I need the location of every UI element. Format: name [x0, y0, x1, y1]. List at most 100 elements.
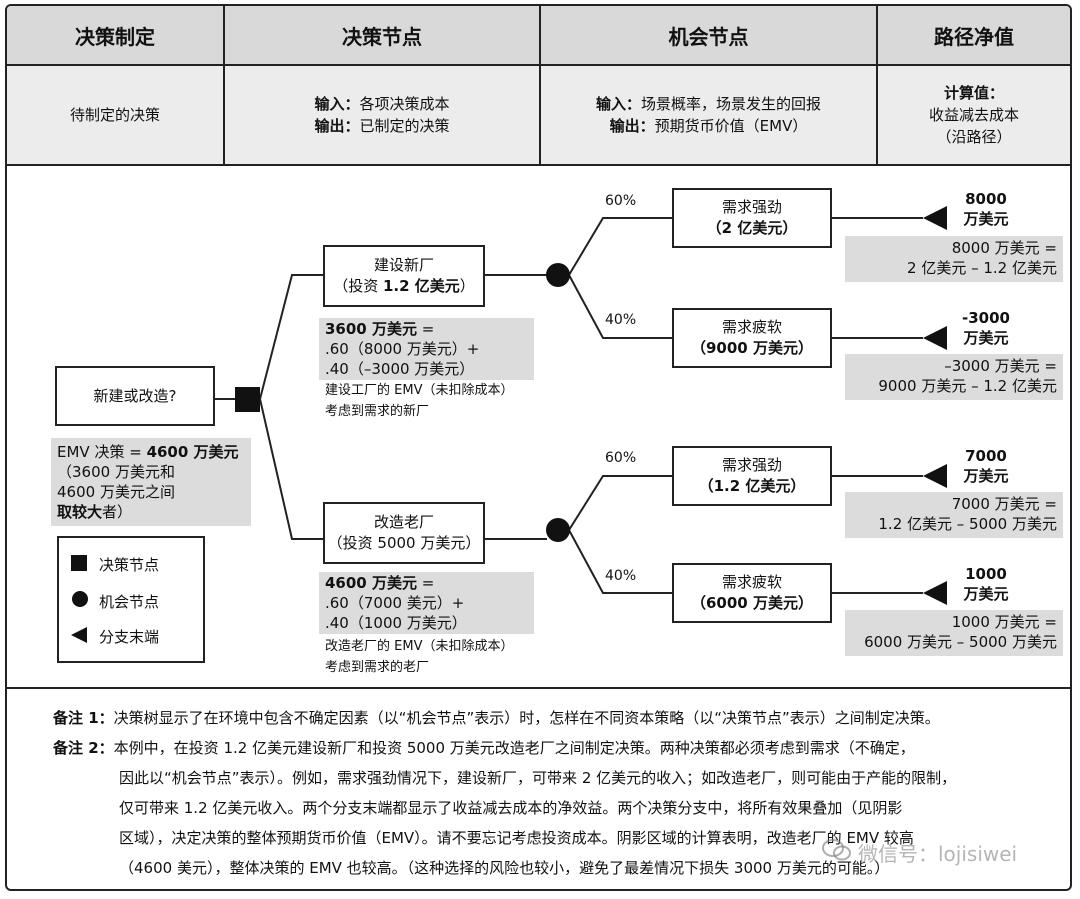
outcome3-calc1: 7000 万美元 = — [951, 495, 1057, 513]
note-2: 备注 2：本例中，在投资 1.2 亿美元建设新厂和投资 5000 万美元改造老厂… — [53, 733, 915, 763]
root-emv-line4-bold: 取较大 — [57, 503, 103, 521]
outcome4-line2: （6000 万美元） — [691, 594, 813, 612]
outcome3-line2: （1.2 亿美元） — [698, 477, 806, 495]
note1-label: 备注 1： — [53, 709, 114, 727]
desc-col2-in-label: 输入： — [314, 95, 360, 113]
build-calc-line3: .40（–3000 万美元） — [325, 360, 475, 378]
decision-to-renovate-line — [259, 398, 323, 540]
outcome1-line2: （2 亿美元） — [706, 219, 798, 237]
outcome4-calc-shade: 1000 万美元 = 6000 万美元 – 5000 万美元 — [845, 610, 1063, 656]
decision-to-build-line — [259, 274, 323, 400]
desc-decision-node: 输入：各项决策成本 输出：已制定的决策 — [225, 66, 541, 166]
outcome3-line1: 需求强劲 — [721, 456, 782, 474]
build-line2-prefix: （投资 — [333, 277, 383, 295]
note2-line2: 因此以“机会节点”表示）。例如，需求强劲情况下，建设新厂，可带来 2 亿美元的收… — [119, 769, 957, 787]
outcome1-calc1: 8000 万美元 = — [951, 239, 1057, 257]
renovate-old-plant-box: 改造老厂 （投资 5000 万美元） — [323, 502, 485, 564]
legend-square-icon — [71, 554, 91, 575]
root-emv-prefix: EMV 决策 = — [57, 443, 147, 461]
desc-col4-line3: （沿路径） — [936, 128, 1012, 146]
chance1-weak-line — [568, 274, 672, 339]
outcome2-line2: （9000 万美元） — [691, 339, 813, 357]
renovate-line1: 改造老厂 — [373, 513, 434, 531]
header-chance-node: 机会节点 — [541, 6, 878, 66]
outcome1-box: 需求强劲 （2 亿美元） — [672, 188, 832, 248]
desc-col2-out-text: 已制定的决策 — [359, 117, 450, 135]
outcome4-box: 需求疲软 （6000 万美元） — [672, 563, 832, 623]
outcome3-probability: 60% — [605, 450, 637, 466]
outcome3-box: 需求强劲 （1.2 亿美元） — [672, 446, 832, 506]
legend-decision-label: 决策节点 — [99, 556, 160, 574]
desc-col4-line2: 收益减去成本 — [928, 106, 1019, 124]
outcome1-probability: 60% — [605, 193, 637, 209]
outcome2-line1: 需求疲软 — [721, 318, 782, 336]
root-emv-line4-rest: 者） — [102, 503, 133, 521]
outcome2-probability: 40% — [605, 312, 637, 328]
build-note: 建设工厂的 EMV（未扣除成本） 考虑到需求的新厂 — [325, 380, 513, 422]
header-decision-node: 决策节点 — [225, 6, 541, 66]
desc-col2-out-label: 输出： — [314, 117, 360, 135]
legend-circle-icon — [71, 590, 91, 612]
desc-col1-text: 待制定的决策 — [69, 106, 160, 124]
renovate-emv-shade: 4600 万美元 = .60（7000 美元）+ .40（1000 万美元） — [319, 572, 534, 634]
build-calc-line2: .60（8000 万美元）+ — [325, 340, 480, 358]
chance2-weak-line — [568, 529, 672, 594]
desc-path-value: 计算值： 收益减去成本 （沿路径） — [878, 66, 1070, 166]
build-new-plant-box: 建设新厂 （投资 1.2 亿美元） — [323, 245, 485, 307]
legend-triangle-icon — [71, 626, 91, 647]
outcome4-probability: 40% — [605, 568, 637, 584]
outcome2-end-value: -3000 万美元 — [951, 308, 1021, 348]
outcome4-line1: 需求疲软 — [721, 573, 782, 591]
build-calc-eq: = — [416, 320, 435, 338]
decision-tree-figure: 决策制定 决策节点 机会节点 路径净值 待制定的决策 输入：各项决策成本 输出：… — [5, 4, 1072, 891]
outcome4-calc1: 1000 万美元 = — [951, 613, 1057, 631]
build-line1: 建设新厂 — [373, 256, 434, 274]
chance2-strong-line — [568, 475, 672, 531]
renovate-calc-bold: 4600 万美元 — [325, 574, 417, 592]
outcome4-calc2: 6000 万美元 – 5000 万美元 — [864, 633, 1057, 651]
outcome2-end1: -3000 — [962, 309, 1010, 327]
build-note2: 考虑到需求的新厂 — [325, 404, 430, 419]
desc-decision-making: 待制定的决策 — [7, 66, 225, 166]
legend-chance-label: 机会节点 — [99, 592, 160, 611]
chance-node-circle-renovate — [546, 518, 570, 542]
build-line2-bold: 1.2 亿美元 — [382, 277, 460, 295]
branch-end-triangle-2 — [923, 326, 947, 350]
outcome2-box: 需求疲软 （9000 万美元） — [672, 308, 832, 368]
root-emv-shade: EMV 决策 = 4600 万美元 （3600 万美元和 4600 万美元之间 … — [51, 438, 251, 526]
notes-section: 备注 1：决策树显示了在环境中包含不确定因素（以“机会节点”表示）时，怎样在不同… — [7, 687, 1070, 889]
outcome2-end2: 万美元 — [963, 329, 1009, 347]
outcome3-end-value: 7000 万美元 — [951, 446, 1021, 486]
outcome4-end-value: 1000 万美元 — [951, 564, 1021, 604]
outcome1-end-value: 8000 万美元 — [951, 189, 1021, 229]
build-emv-shade: 3600 万美元 = .60（8000 万美元）+ .40（–3000 万美元） — [319, 318, 534, 380]
root-emv-line2: （3600 万美元和 — [57, 463, 175, 481]
chance-node-circle-build — [546, 263, 570, 287]
desc-chance-node: 输入：场景概率，场景发生的回报 输出：预期货币价值（EMV） — [541, 66, 878, 166]
legend-branch-end-item: 分支末端 — [71, 626, 159, 647]
desc-col3-out-label: 输出： — [609, 117, 655, 135]
legend-branch-end-label: 分支末端 — [99, 628, 160, 646]
legend-chance-item: 机会节点 — [71, 590, 159, 612]
header-path-value: 路径净值 — [878, 6, 1070, 66]
renovate-note: 改造老厂的 EMV（未扣除成本） 考虑到需求的老厂 — [325, 636, 513, 678]
note2-line1: 本例中，在投资 1.2 亿美元建设新厂和投资 5000 万美元改造老厂之间制定决… — [113, 739, 915, 757]
desc-col3-in-text: 场景概率，场景发生的回报 — [641, 95, 822, 113]
decision-node-square — [235, 387, 260, 412]
wechat-icon — [822, 838, 852, 867]
renovate-note2: 考虑到需求的老厂 — [325, 660, 430, 675]
outcome2-calc-shade: –3000 万美元 = 9000 万美元 – 1.2 亿美元 — [845, 354, 1063, 400]
watermark: 微信号：lojisiwei — [822, 838, 1017, 867]
note2-line3: 仅可带来 1.2 亿美元收入。两个分支末端都显示了收益减去成本的净效益。两个决策… — [119, 799, 903, 817]
outcome1-calc-shade: 8000 万美元 = 2 亿美元 – 1.2 亿美元 — [845, 236, 1063, 282]
outcome3-calc2: 1.2 亿美元 – 5000 万美元 — [878, 515, 1057, 533]
desc-col2-in-text: 各项决策成本 — [359, 95, 450, 113]
note2-line5: （4600 美元），整体决策的 EMV 也较高。（这种选择的风险也较小，避免了最… — [119, 859, 890, 877]
build-note1: 建设工厂的 EMV（未扣除成本） — [325, 383, 514, 398]
renovate-line2: （投资 5000 万美元） — [327, 534, 481, 552]
tree-connectors — [215, 206, 947, 605]
desc-col4-label: 计算值： — [943, 84, 1004, 102]
build-line2-suffix: ） — [459, 277, 475, 295]
outcome1-calc2: 2 亿美元 – 1.2 亿美元 — [907, 259, 1057, 277]
outcome4-end1: 1000 — [965, 565, 1007, 583]
